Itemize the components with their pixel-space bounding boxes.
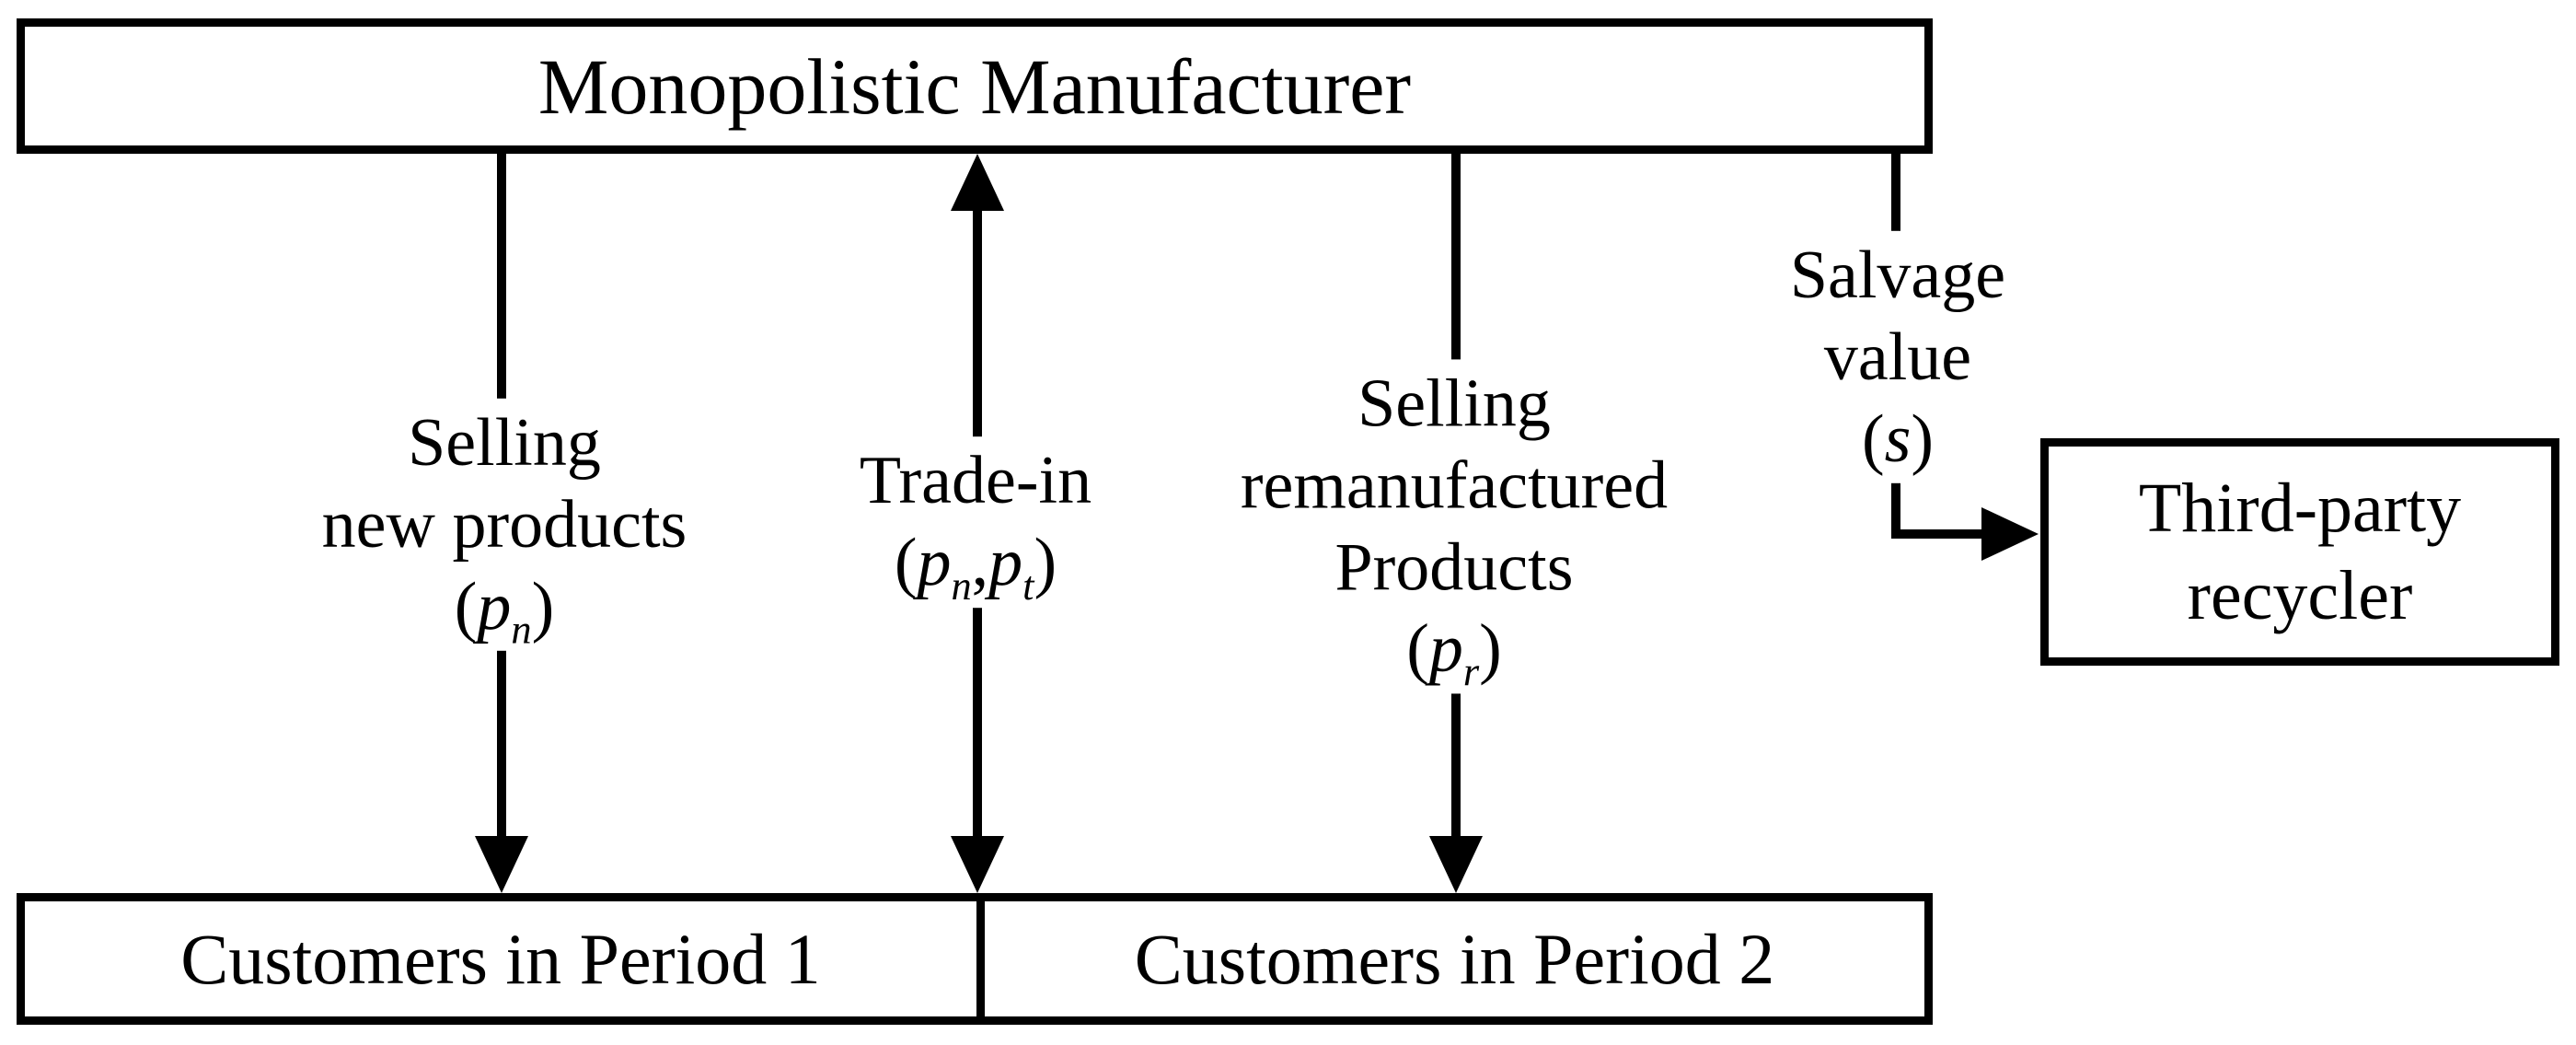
selling-new-products-label-line2: new products [321,486,687,563]
customers-box: Customers in Period 1 Customers in Perio… [17,893,1933,1025]
price-remanufactured-math: (pr) [1406,610,1502,695]
price-trade-in-math: (pn,pt) [894,525,1057,609]
customers-period1-cell: Customers in Period 1 [25,901,976,1016]
salvage-arrow-horizontal-line [1891,529,1983,539]
trade-in-label: Trade-in (pn,pt) [835,436,1116,609]
trade-in-label-line1: Trade-in [859,443,1092,519]
selling-remanufactured-label-line3: Products [1334,529,1574,605]
selling-remanufactured-label: Selling remanufactured Products (pr) [1216,359,1692,695]
selling-remanufactured-label-line1: Selling [1357,366,1551,442]
arrowhead-down-icon [1429,836,1483,893]
manufacturer-label: Monopolistic Manufacturer [537,41,1412,131]
salvage-value-label-line1: Salvage [1789,237,2006,313]
arrowhead-up-icon [951,154,1004,211]
customers-period2-label: Customers in Period 2 [1134,918,1775,999]
customers-period2-cell: Customers in Period 2 [985,901,1924,1016]
third-party-recycler-box: Third-party recycler [2040,438,2559,666]
third-party-recycler-label-line2: recycler [2187,556,2413,634]
salvage-value-label: Salvage value (s) [1765,230,2030,484]
price-new-products-math: (pn) [454,568,555,653]
salvage-value-label-line2: value [1823,319,1972,395]
selling-new-products-label-line1: Selling [408,404,601,481]
third-party-recycler-label: Third-party recycler [2139,465,2461,640]
manufacturer-box: Monopolistic Manufacturer [17,18,1933,154]
salvage-value-math: (s) [1861,401,1935,477]
selling-remanufactured-label-line2: remanufactured [1240,447,1669,524]
customers-period1-label: Customers in Period 1 [180,918,821,999]
customers-period-divider [976,901,985,1016]
arrowhead-down-icon [951,836,1004,893]
third-party-recycler-label-line1: Third-party [2138,469,2462,547]
arrowhead-right-icon [1981,507,2039,561]
arrowhead-down-icon [475,836,528,893]
selling-new-products-label: Selling new products (pn) [297,398,711,653]
